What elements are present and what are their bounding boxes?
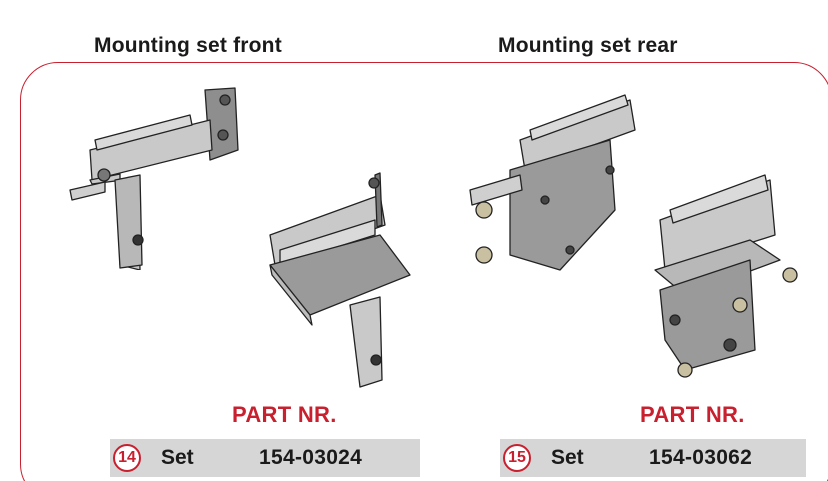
heading-mounting-set-rear: Mounting set rear <box>498 34 678 57</box>
rear-bracket-illustration-2 <box>654 174 798 378</box>
rear-bracket-illustration-1 <box>469 94 636 271</box>
set-label: Set <box>161 446 194 469</box>
front-bracket-illustration-2 <box>269 172 411 388</box>
part-nr-caption-15: PART NR. <box>640 402 745 427</box>
item-number-badge: 14 <box>113 444 141 472</box>
part-number: 154-03024 <box>259 446 363 469</box>
heading-mounting-set-front: Mounting set front <box>94 34 282 57</box>
part-row-15: 15 Set 154-03062 <box>500 439 806 477</box>
front-bracket-illustration-1 <box>69 87 239 270</box>
part-row-14: 14 Set 154-03024 <box>110 439 420 477</box>
item-number-badge: 15 <box>503 444 531 472</box>
part-number: 154-03062 <box>649 446 753 469</box>
part-nr-caption-14: PART NR. <box>232 402 337 427</box>
content-frame <box>20 62 828 481</box>
set-label: Set <box>551 446 584 469</box>
